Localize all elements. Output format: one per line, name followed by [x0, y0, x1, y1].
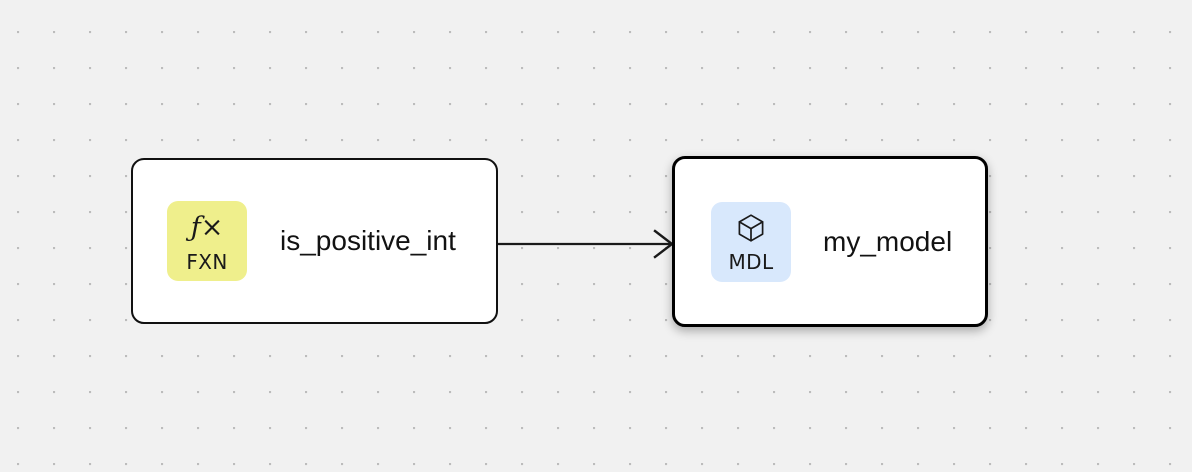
node-title: is_positive_int [280, 225, 456, 256]
function-fx-icon: ƒ× [191, 211, 224, 245]
edge-fxn-to-mdl[interactable] [498, 229, 674, 259]
graph-node-my-model[interactable]: MDL my_model [672, 156, 988, 327]
node-type-code: FXN [186, 249, 228, 274]
node-type-badge-mdl: MDL [711, 201, 791, 282]
graph-node-is-positive-int[interactable]: ƒ× FXN is_positive_int [131, 158, 498, 324]
fx-glyph-suffix: × [200, 212, 224, 243]
node-type-code: MDL [728, 250, 774, 274]
node-type-badge-fxn: ƒ× FXN [167, 201, 247, 281]
cube-icon [734, 211, 768, 245]
node-title: my_model [823, 225, 953, 257]
fx-glyph: ƒ [190, 212, 201, 243]
